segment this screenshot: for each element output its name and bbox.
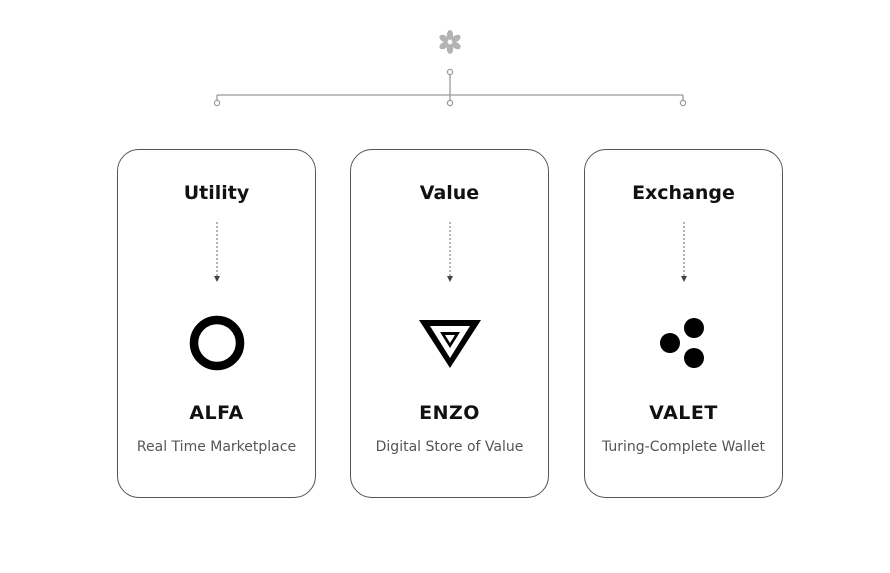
card-description: Digital Store of Value — [375, 439, 524, 455]
branch-node-left — [213, 99, 221, 107]
card-valet: Exchange VALET Turing-Complete Wallet — [584, 149, 783, 498]
card-heading: Utility — [183, 182, 250, 204]
card-name: ALFA — [189, 402, 244, 424]
three-dots-icon — [660, 318, 704, 368]
dotted-arrow-icon — [214, 222, 220, 282]
card-description: Turing-Complete Wallet — [601, 439, 766, 455]
card-heading: Value — [419, 182, 480, 204]
card-name: VALET — [649, 402, 718, 424]
card-alfa: Utility ALFA Real Time Marketplace — [117, 149, 316, 498]
branch-node-right — [679, 99, 687, 107]
pinwheel-logo-icon — [439, 30, 461, 54]
dotted-arrow-icon — [447, 222, 453, 282]
stem-node — [446, 68, 454, 76]
dotted-arrow-icon — [681, 222, 687, 282]
card-description: Real Time Marketplace — [136, 439, 297, 455]
nested-triangle-icon — [419, 320, 481, 368]
card-enzo: Value ENZO Digital Store of Value — [350, 149, 549, 498]
card-heading: Exchange — [632, 182, 735, 204]
branch-node-center — [446, 99, 454, 107]
card-name: ENZO — [419, 402, 480, 424]
ring-icon — [189, 315, 245, 371]
